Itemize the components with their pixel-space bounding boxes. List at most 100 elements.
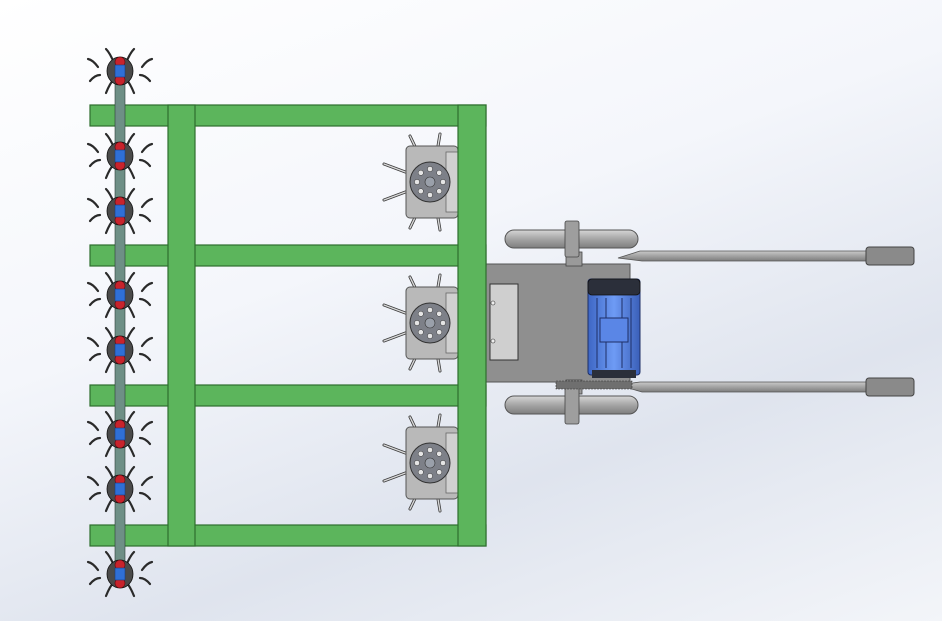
tine-arm (138, 436, 152, 446)
pump-bolt (436, 329, 443, 336)
tine-arm (86, 475, 100, 487)
tine-arm (138, 158, 152, 168)
handle-grip[interactable] (865, 246, 915, 266)
tine-arm (140, 197, 154, 209)
tine-arm (86, 560, 100, 572)
frame-bar-bottom (89, 524, 487, 547)
pump-bolt (440, 179, 446, 185)
tine-blue-bearing (114, 64, 126, 78)
pump-bolt (414, 179, 420, 185)
wheel-top (504, 220, 639, 258)
tine-arm (88, 158, 102, 168)
tine-blue-bearing (114, 288, 126, 302)
tine-arm (140, 142, 154, 154)
tine-arm (86, 420, 100, 432)
pump-center (424, 457, 436, 469)
frame-bar-2 (89, 244, 487, 267)
tine-rotor (86, 326, 154, 374)
pump-bolt (427, 166, 433, 172)
tine-arm (138, 352, 152, 362)
tine-arm (138, 73, 152, 83)
pump-bolt (414, 320, 420, 326)
pump-center (424, 176, 436, 188)
chassis-bolt (490, 300, 496, 306)
pump-bolt (436, 450, 443, 457)
chassis-slot (489, 283, 519, 361)
tine-arm (86, 336, 100, 348)
handle-grip[interactable] (865, 377, 915, 397)
wheels (504, 220, 639, 425)
pump-unit (382, 273, 461, 373)
pump-bolt (440, 320, 446, 326)
tine-arm (88, 213, 102, 223)
tine-blue-bearing (114, 427, 126, 441)
pump-center (424, 317, 436, 329)
pump-unit (382, 413, 461, 513)
tine-arm (88, 352, 102, 362)
tine-arm (86, 281, 100, 293)
tine-rotor (86, 47, 154, 95)
green-frame (89, 104, 487, 547)
handle-bottom (617, 377, 915, 397)
pump-units (382, 132, 461, 513)
tine-arm (88, 491, 102, 501)
pump-bolt (436, 310, 443, 317)
tine-arm (140, 281, 154, 293)
tine-blue-bearing (114, 204, 126, 218)
tine-rotor (86, 187, 154, 235)
chassis-bolt (490, 338, 496, 344)
pump-bolt (427, 473, 433, 479)
pump-bolt (436, 169, 443, 176)
tine-arm (140, 475, 154, 487)
pump-bolt (436, 188, 443, 195)
tine-arm (88, 297, 102, 307)
pump-bolt (417, 450, 424, 457)
tine-arm (140, 560, 154, 572)
pump-unit (382, 132, 461, 232)
tine-arm (140, 57, 154, 69)
pump-bolt (440, 460, 446, 466)
pump-bolt (427, 333, 433, 339)
tine-arm (138, 576, 152, 586)
pump-bolt (417, 469, 424, 476)
handles (617, 246, 915, 397)
pump-bolt (427, 307, 433, 313)
tine-blue-bearing (114, 343, 126, 357)
tine-arm (86, 57, 100, 69)
frame-bar-top (89, 104, 487, 127)
pump-bolt (414, 460, 420, 466)
tine-arm (140, 420, 154, 432)
pump-bolt (417, 310, 424, 317)
tine-arm (140, 336, 154, 348)
tine-arm (88, 436, 102, 446)
electric-motor (555, 278, 641, 390)
tine-blue-bearing (114, 482, 126, 496)
tine-rotor (86, 550, 154, 598)
tine-blue-bearing (114, 149, 126, 163)
pump-bolt (417, 188, 424, 195)
tine-arm (138, 213, 152, 223)
terminal-box (599, 317, 629, 343)
pump-bolt (417, 329, 424, 336)
tine-rotor (86, 271, 154, 319)
frame-rail-right (457, 104, 487, 547)
tine-rotor (86, 465, 154, 513)
frame-rail-left (167, 104, 196, 547)
tine-rotors (86, 47, 154, 598)
pump-bolt (417, 169, 424, 176)
motor-fan-cover (587, 278, 641, 296)
wheel-bottom (504, 387, 639, 425)
pump-bolt (427, 192, 433, 198)
tine-arm (88, 73, 102, 83)
pump-bolt (427, 447, 433, 453)
drive-belt (555, 380, 633, 390)
tine-rotor (86, 410, 154, 458)
frame-bar-3 (89, 384, 487, 407)
tine-arm (138, 297, 152, 307)
tine-arm (88, 576, 102, 586)
pump-bolt (436, 469, 443, 476)
handle-top (617, 246, 915, 266)
tine-arm (86, 197, 100, 209)
